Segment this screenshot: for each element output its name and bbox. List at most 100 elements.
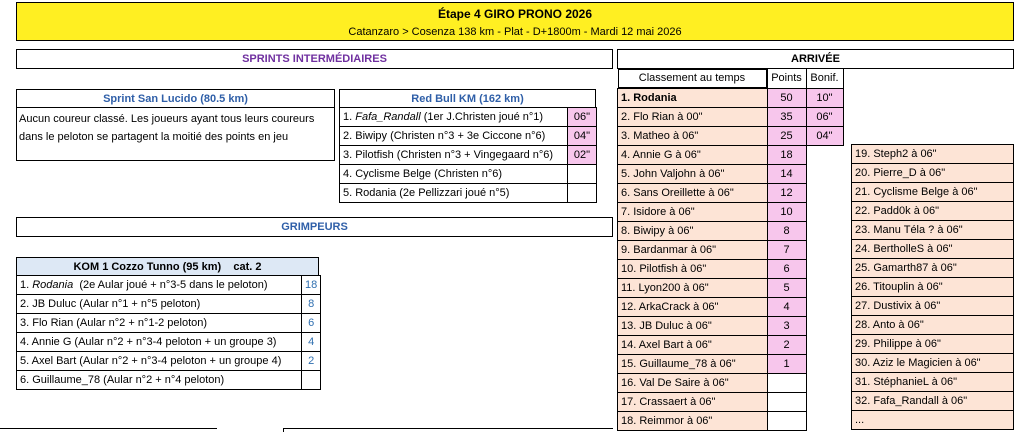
sprint-san-lucido-title: Sprint San Lucido (80.5 km) bbox=[17, 90, 334, 108]
arrivee-points: 12 bbox=[766, 182, 807, 203]
kom-rank: 5. bbox=[20, 355, 32, 367]
arrivee-points: 4 bbox=[766, 296, 807, 317]
grimpeurs-section-title: GRIMPEURS bbox=[16, 217, 613, 237]
arrivee-points: 18 bbox=[766, 144, 807, 165]
arrivee-points: 3 bbox=[766, 315, 807, 336]
arrivee-row: 15. Guillaume_78 à 06"1 bbox=[617, 353, 844, 374]
kom-detail: JB Duluc (Aular n°1 + n°5 peloton) bbox=[32, 298, 201, 310]
arrivee-row-right: 25. Gamarth87 à 06" bbox=[851, 258, 1014, 278]
arrivee-rider-right: 25. Gamarth87 à 06" bbox=[851, 258, 1014, 278]
arrivee-row-right: 24. BertholleS à 06" bbox=[851, 239, 1014, 259]
redbull-detail: Cyclisme Belge (Christen n°6) bbox=[355, 168, 503, 180]
page-subtitle: Catanzaro > Cosenza 138 km - Plat - D+18… bbox=[348, 26, 682, 38]
kom-rider-cell: 2. JB Duluc (Aular n°1 + n°5 peloton) bbox=[16, 294, 302, 314]
arrivee-table-left: Classement au temps Points Bonif. 1. Rod… bbox=[617, 68, 844, 431]
kom-detail: Annie G (Aular n°2 + n°3-4 peloton + un … bbox=[31, 336, 277, 348]
arrivee-rider-right: 21. Cyclisme Belge à 06" bbox=[851, 182, 1014, 202]
redbull-row: 2. Biwipy (Christen n°3 + 3e Ciccone n°6… bbox=[339, 126, 597, 146]
arrivee-row: 10. Pilotfish à 06"6 bbox=[617, 258, 844, 279]
arrivee-row: 12. ArkaCrack à 06"4 bbox=[617, 296, 844, 317]
arrivee-rider: 10. Pilotfish à 06" bbox=[617, 258, 768, 279]
arrivee-bonif-empty bbox=[806, 145, 843, 164]
arrivee-bonif: 04" bbox=[805, 125, 844, 146]
arrivee-row-right: 26. Titouplin à 06" bbox=[851, 277, 1014, 297]
arrivee-rider: 12. ArkaCrack à 06" bbox=[617, 296, 768, 317]
redbull-rank: 4. bbox=[343, 168, 356, 180]
arrivee-row: 5. John Valjohn à 06"14 bbox=[617, 163, 844, 184]
arrivee-rider: 5. John Valjohn à 06" bbox=[617, 163, 768, 184]
arrivee-row: 8. Biwipy à 06"8 bbox=[617, 220, 844, 241]
kom-points: 2 bbox=[300, 351, 322, 371]
arrivee-rider: 14. Axel Bart à 06" bbox=[617, 334, 768, 355]
kom-detail: Guillaume_78 (Aular n°2 + n°4 peloton) bbox=[32, 374, 225, 386]
redbull-rank: 5. bbox=[343, 187, 356, 199]
kom-row: 5. Axel Bart (Aular n°2 + n°3-4 peloton … bbox=[16, 351, 322, 371]
arrivee-bonif-empty bbox=[806, 297, 843, 316]
arrivee-row: 17. Crassaert à 06" bbox=[617, 391, 844, 412]
arrivee-points: 6 bbox=[766, 258, 807, 279]
kom-title: KOM 1 Cozzo Tunno (95 km) cat. 2 bbox=[16, 257, 319, 276]
arrivee-rider-right: ... bbox=[851, 410, 1014, 430]
redbull-rider-cell: 1. Fafa_Randall (1er J.Christen joué n°1… bbox=[339, 107, 568, 127]
kom-points: 8 bbox=[300, 294, 322, 314]
arrivee-rider: 8. Biwipy à 06" bbox=[617, 220, 768, 241]
redbull-title: Red Bull KM (162 km) bbox=[339, 89, 596, 108]
arrivee-rider-right: 22. Padd0k à 06" bbox=[851, 201, 1014, 221]
redbull-time bbox=[567, 164, 597, 184]
redbull-table: 1. Fafa_Randall (1er J.Christen joué n°1… bbox=[339, 107, 597, 203]
kom-row: 6. Guillaume_78 (Aular n°2 + n°4 peloton… bbox=[16, 370, 322, 390]
arrivee-points: 2 bbox=[766, 334, 807, 355]
bottom-edge-right bbox=[283, 428, 613, 432]
arrivee-row-right: 20. Pierre_D à 06" bbox=[851, 163, 1014, 183]
arrivee-table-right: 19. Steph2 à 06"20. Pierre_D à 06"21. Cy… bbox=[851, 144, 1014, 430]
page-header: Étape 4 GIRO PRONO 2026 Catanzaro > Cose… bbox=[16, 2, 1014, 41]
arrivee-points: 35 bbox=[766, 106, 807, 127]
arrivee-row-right: 19. Steph2 à 06" bbox=[851, 144, 1014, 164]
arrivee-bonif-empty bbox=[806, 354, 843, 373]
redbull-rank: 1. bbox=[343, 111, 356, 123]
col-points-header: Points bbox=[766, 68, 807, 89]
kom-rider-cell: 5. Axel Bart (Aular n°2 + n°3-4 peloton … bbox=[16, 351, 302, 371]
arrivee-rider: 9. Bardanmar à 06" bbox=[617, 239, 768, 260]
arrivee-rider-right: 28. Anto à 06" bbox=[851, 315, 1014, 335]
arrivee-row: 4. Annie G à 06"18 bbox=[617, 144, 844, 165]
arrivee-points: 50 bbox=[766, 87, 807, 108]
arrivee-bonif-empty bbox=[806, 259, 843, 278]
redbull-rider-cell: 5. Rodania (2e Pellizzari joué n°5) bbox=[339, 183, 568, 203]
arrivee-rider: 2. Flo Rian à 00" bbox=[617, 106, 768, 127]
arrivee-rider: 7. Isidore à 06" bbox=[617, 201, 768, 222]
arrivee-points: 7 bbox=[766, 239, 807, 260]
arrivee-rider: 1. Rodania bbox=[617, 87, 768, 108]
arrivee-row-right: 22. Padd0k à 06" bbox=[851, 201, 1014, 221]
page-title: Étape 4 GIRO PRONO 2026 bbox=[437, 7, 593, 21]
kom-points: 6 bbox=[300, 313, 322, 333]
kom-row: 1. Rodania (2e Aular joué + n°3-5 dans l… bbox=[16, 275, 322, 295]
kom-table: 1. Rodania (2e Aular joué + n°3-5 dans l… bbox=[16, 275, 322, 390]
arrivee-section-title: ARRIVÉE bbox=[617, 49, 1014, 69]
redbull-time: 06" bbox=[567, 107, 597, 127]
arrivee-rider: 3. Matheo à 06" bbox=[617, 125, 768, 146]
kom-rank: 3. bbox=[20, 317, 33, 329]
kom-rider-cell: 1. Rodania (2e Aular joué + n°3-5 dans l… bbox=[16, 275, 302, 295]
col-bonif-header: Bonif. bbox=[805, 68, 844, 89]
kom-title-text: KOM 1 Cozzo Tunno (95 km) cat. 2 bbox=[73, 260, 262, 273]
redbull-italic-name: Fafa_Randall bbox=[355, 111, 421, 123]
arrivee-bonif: 10" bbox=[805, 87, 844, 108]
kom-rider-cell: 4. Annie G (Aular n°2 + n°3-4 peloton + … bbox=[16, 332, 302, 352]
arrivee-rider-right: 23. Manu Téla ? à 06" bbox=[851, 220, 1014, 240]
redbull-row: 3. Pilotfish (Christen n°3 + Vingegaard … bbox=[339, 145, 597, 165]
arrivee-row: 7. Isidore à 06"10 bbox=[617, 201, 844, 222]
kom-points bbox=[300, 370, 322, 390]
kom-row: 2. JB Duluc (Aular n°1 + n°5 peloton)8 bbox=[16, 294, 322, 314]
redbull-rider-cell: 2. Biwipy (Christen n°3 + 3e Ciccone n°6… bbox=[339, 126, 568, 146]
sprints-section-title: SPRINTS INTERMÉDIAIRES bbox=[16, 49, 613, 69]
arrivee-row-right: 23. Manu Téla ? à 06" bbox=[851, 220, 1014, 240]
arrivee-rider: 16. Val De Saire à 06" bbox=[617, 372, 768, 393]
kom-detail: Axel Bart (Aular n°2 + n°3-4 peloton + u… bbox=[31, 355, 282, 367]
arrivee-rider-right: 26. Titouplin à 06" bbox=[851, 277, 1014, 297]
arrivee-bonif-empty bbox=[806, 240, 843, 259]
arrivee-rider: 18. Reimmor à 06" bbox=[617, 410, 768, 431]
arrivee-row-right: 32. Fafa_Randall à 06" bbox=[851, 391, 1014, 411]
arrivee-row: 13. JB Duluc à 06"3 bbox=[617, 315, 844, 336]
